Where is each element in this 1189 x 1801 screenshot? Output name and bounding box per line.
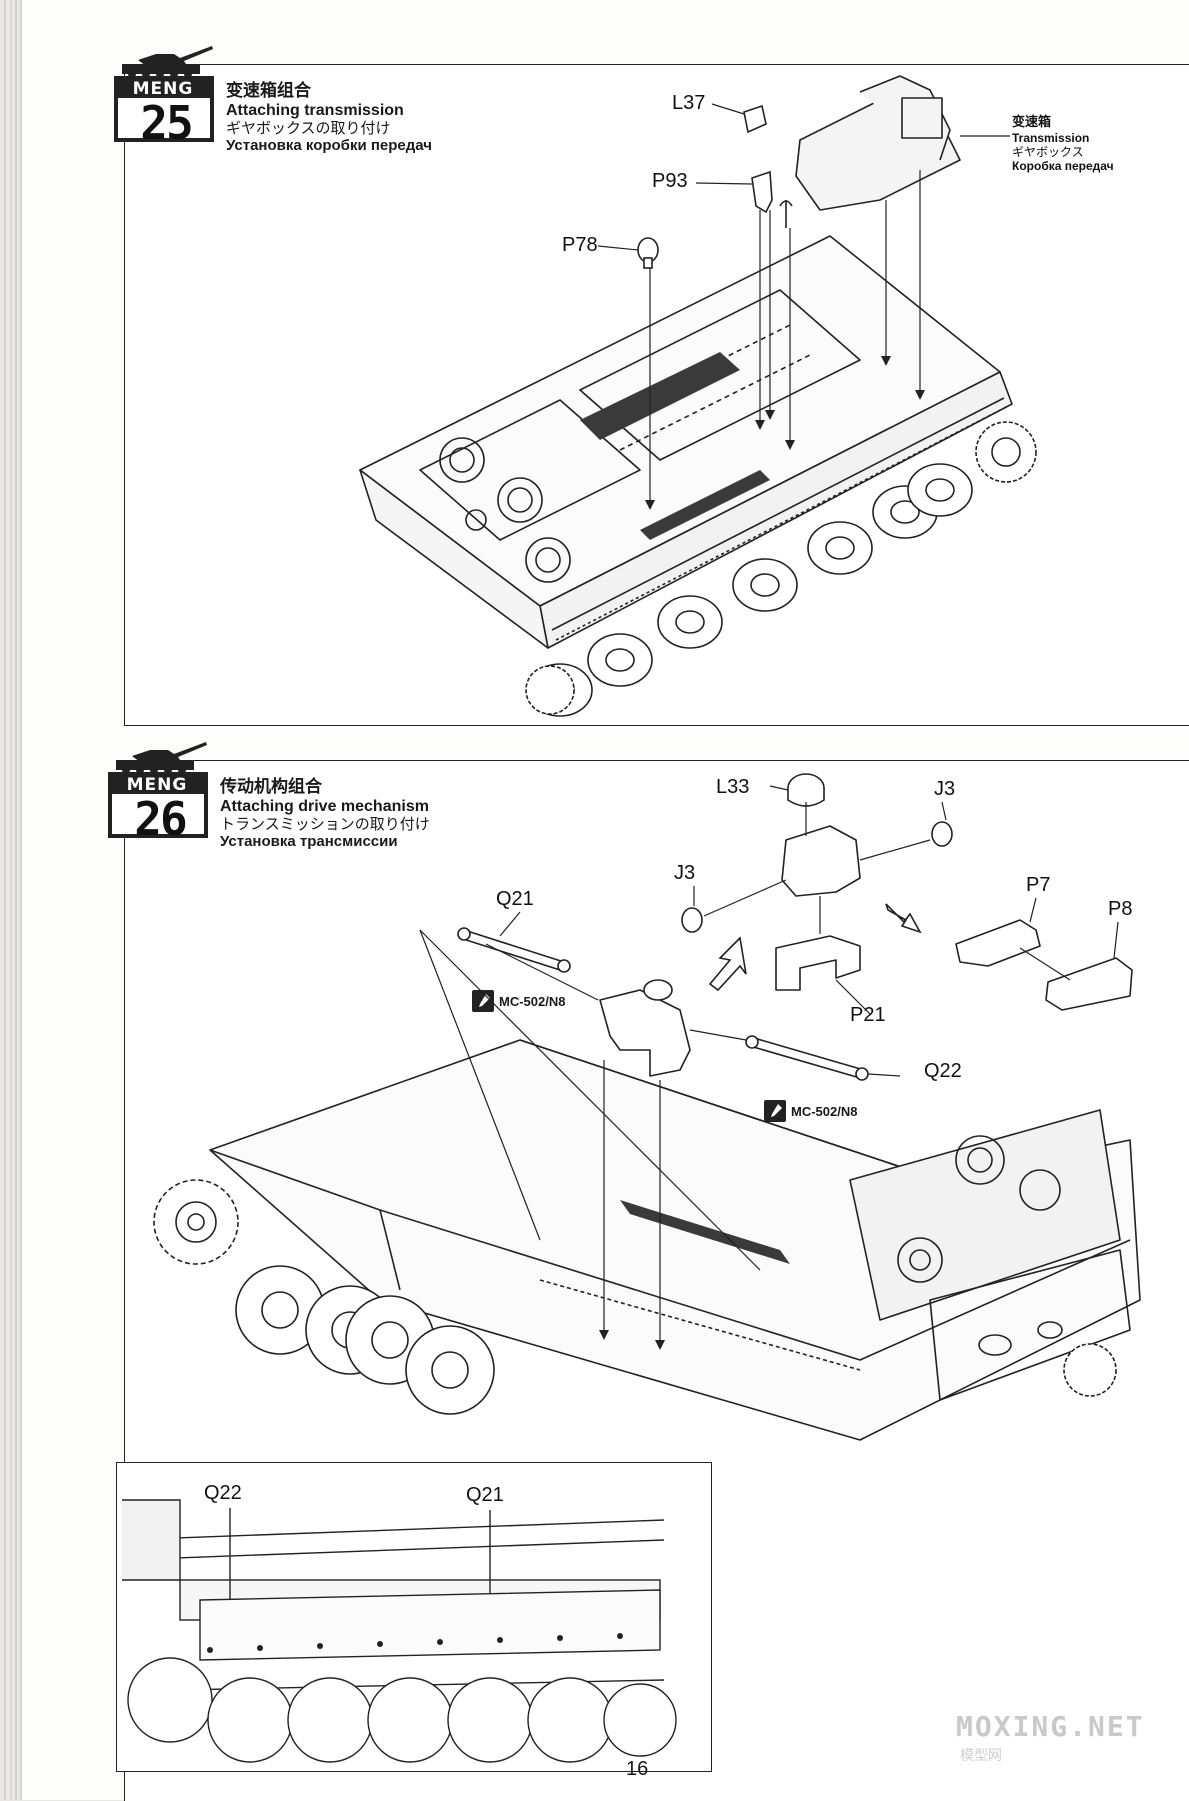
detail-inset-frame	[116, 1462, 712, 1772]
paint-tag-q22: MC-502/N8	[764, 1100, 857, 1122]
step-number-26: 26	[134, 792, 187, 846]
part-label-q22: Q22	[924, 1060, 962, 1082]
step-title-jp: トランスミッションの取り付け	[220, 814, 430, 833]
paint-code: MC-502/N8	[791, 1103, 858, 1119]
brand-logo-text-25: MENG	[132, 79, 194, 99]
part-label-j3-left: J3	[674, 862, 696, 884]
meng-tank-logo-25	[114, 46, 214, 142]
part-label-p78: P78	[562, 234, 598, 256]
watermark-text-cn: 模型网	[960, 1748, 1002, 1764]
paint-code: MC-502/N8	[499, 993, 566, 1009]
paint-tag-q21: MC-502/N8	[472, 990, 565, 1012]
detail-label-q21: Q21	[466, 1484, 504, 1506]
step-number-25: 25	[140, 96, 193, 150]
step-title-cn: 变速箱组合	[226, 81, 311, 101]
step-title-cn: 传动机构组合	[220, 777, 322, 797]
part-label-q21: Q21	[496, 888, 534, 910]
step-title-ru: Установка коробки передач	[226, 137, 432, 155]
transmission-label-ru: Коробка передач	[1012, 159, 1114, 174]
paint-brush-icon	[472, 990, 494, 1012]
part-label-l37: L37	[672, 92, 706, 114]
part-label-p8: P8	[1108, 898, 1133, 920]
part-label-p21: P21	[850, 1004, 886, 1026]
step-title-en: Attaching transmission	[226, 101, 404, 119]
part-label-l33: L33	[716, 776, 750, 798]
transmission-label-jp: ギヤボックス	[1012, 144, 1084, 159]
transmission-label: 变速箱 Transmission ギヤボックス Коробка передач	[1012, 115, 1114, 174]
step-26-titles: 传动机构组合 Attaching drive mechanism トランスミッシ…	[220, 777, 430, 851]
part-label-p7: P7	[1026, 874, 1051, 896]
watermark-text: MOXING.NET	[956, 1710, 1145, 1743]
transmission-label-en: Transmission	[1012, 130, 1090, 145]
part-label-p93: P93	[652, 170, 688, 192]
step-title-jp: ギヤボックスの取り付け	[226, 118, 391, 137]
paint-brush-icon	[764, 1100, 786, 1122]
meng-tank-logo-26	[108, 742, 208, 838]
detail-label-q22: Q22	[204, 1482, 242, 1504]
page-edges	[4, 0, 22, 1800]
page-number: 16	[626, 1758, 649, 1780]
brand-logo-text-26: MENG	[126, 775, 188, 795]
transmission-label-cn: 变速箱	[1012, 115, 1052, 130]
step-25-titles: 变速箱组合 Attaching transmission ギヤボックスの取り付け…	[226, 81, 432, 155]
step-title-ru: Установка трансмиссии	[220, 833, 398, 851]
step-title-en: Attaching drive mechanism	[220, 797, 429, 815]
part-label-j3-right: J3	[934, 778, 956, 800]
